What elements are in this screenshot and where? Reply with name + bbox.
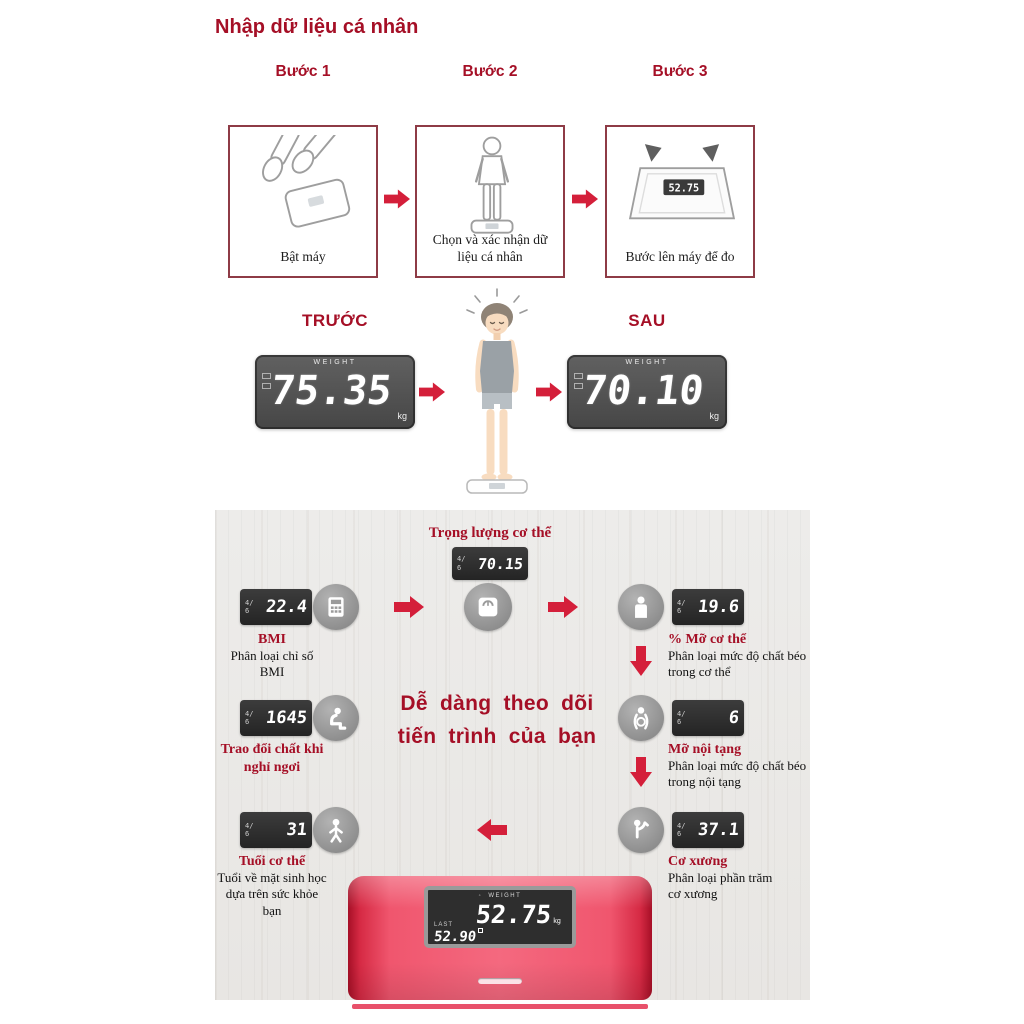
device-kg-label: kg: [553, 918, 561, 925]
after-weight-value: 70.10: [579, 368, 706, 414]
step3-box: 52.75 Bước lên máy để đo: [605, 125, 755, 278]
step3-caption: Bước lên máy để đo: [625, 249, 735, 265]
sparkle-lines-icon: [466, 288, 528, 314]
last-value: 52.90: [433, 929, 477, 945]
center-message-line2: tiến trình của bạn: [397, 724, 597, 748]
resting-metabolism-icon: [313, 695, 359, 741]
center-message-line1: Dễ dàng theo dõi: [400, 692, 594, 715]
kg-unit-label: kg: [397, 411, 407, 421]
body-age-value: 31: [285, 820, 309, 840]
person-on-scale-illustration: [470, 136, 514, 234]
skeletal-muscle-value: 37.1: [696, 820, 741, 840]
step-arrow-right-icon: [572, 189, 598, 209]
step2-box: Chọn và xác nhận dữ liệu cá nhân: [415, 125, 565, 278]
mini-display-value: 52.75: [669, 183, 700, 194]
visceral-fat-desc: Phân loại mức độ chất béo trong nội tạng: [668, 758, 807, 790]
scale-device: ◦ WEIGHT LAST 52.90 52.75kg: [348, 876, 652, 1000]
body-age-display: 4/ 6 31: [240, 812, 312, 848]
center-message: Dễ dàng theo dõi tiến trình của bạn: [347, 688, 647, 753]
device-weight-label: WEIGHT: [488, 893, 522, 899]
weight-caption-label: WEIGHT: [625, 359, 669, 366]
visceral-fat-name: Mỡ nội tạng: [668, 742, 742, 757]
metabolism-value: 1645: [264, 708, 309, 728]
device-slot: [478, 978, 522, 984]
step-arrow-right-icon: [384, 189, 410, 209]
lcd-date: 4/ 6: [677, 598, 686, 615]
weight-scale-icon: [464, 583, 512, 631]
body-age-desc: Tuổi về mặt sinh học dựa trên sức khỏe b…: [217, 870, 327, 918]
step1-caption: Bật máy: [280, 249, 326, 265]
flow-arrow-right-icon: [394, 596, 424, 618]
bmi-value: 22.4: [264, 597, 309, 617]
bmi-name: BMI: [258, 632, 286, 647]
step3-label: Bước 3: [652, 63, 708, 80]
lcd-indicator-icons: [262, 373, 271, 393]
before-weight-display: WEIGHT 75.35 kg: [255, 355, 415, 429]
body-age-name: Tuổi cơ thể: [238, 854, 306, 869]
step2-label: Bước 2: [462, 63, 518, 80]
body-fat-value: 19.6: [696, 597, 741, 617]
page-title: Nhập dữ liệu cá nhân: [215, 16, 419, 38]
compare-arrow-right-icon: [536, 382, 562, 402]
step2-caption: Chọn và xác nhận dữ liệu cá nhân: [432, 231, 548, 265]
flow-arrow-right-icon: [548, 596, 578, 618]
scale-display-illustration: 52.75: [628, 144, 736, 220]
weight-flow-title: Trọng lượng cơ thể: [428, 525, 552, 541]
body-fat-display: 4/ 6 19.6: [672, 589, 744, 625]
current-value: 52.75: [474, 900, 553, 929]
flow-arrow-left-icon: [477, 819, 507, 841]
body-fat-person-icon: [618, 584, 664, 630]
step1-box: Bật máy: [228, 125, 378, 278]
weight-flow-display: 4/ 6 70.15: [452, 547, 528, 580]
bmi-display: 4/ 6 22.4: [240, 589, 312, 625]
after-weight-display: WEIGHT 70.10 kg: [567, 355, 727, 429]
flow-arrow-down-icon: [630, 757, 652, 787]
lcd-date: 4/ 6: [677, 709, 686, 726]
flow-arrow-down-icon: [630, 646, 652, 676]
body-fat-desc: Phân loại mức độ chất béo trong cơ thể: [668, 648, 807, 680]
memory-indicator-icon: [478, 928, 484, 933]
lcd-date: 4/ 6: [457, 555, 466, 572]
muscle-arm-icon: [618, 807, 664, 853]
bmi-desc: Phân loại chỉ số BMI: [230, 648, 314, 680]
visceral-fat-icon: [618, 695, 664, 741]
skeletal-muscle-name: Cơ xương: [668, 854, 728, 869]
last-label: LAST: [434, 922, 454, 928]
after-label: SAU: [628, 311, 666, 330]
metabolism-display: 4/ 6 1645: [240, 700, 312, 736]
tracking-diagram-section: Trọng lượng cơ thể 4/ 6 70.15 4/ 6 22.4: [215, 510, 810, 1000]
lcd-date: 4/ 6: [245, 821, 254, 838]
device-display: ◦ WEIGHT LAST 52.90 52.75kg: [424, 886, 576, 948]
body-fat-name: % Mỡ cơ thể: [668, 632, 747, 647]
weight-caption-label: WEIGHT: [313, 359, 357, 366]
device-last-block: LAST 52.90: [433, 922, 477, 946]
before-label: TRƯỚC: [301, 311, 369, 330]
calculator-icon: [313, 584, 359, 630]
device-current-block: 52.75kg: [474, 900, 566, 946]
lcd-date: 4/ 6: [245, 709, 254, 726]
device-base-edge: [352, 1004, 648, 1009]
skeletal-muscle-desc: Phân loại phần trăm cơ xương: [668, 870, 773, 902]
person-illustration: [466, 288, 528, 494]
body-age-person-icon: [313, 807, 359, 853]
lcd-date: 4/ 6: [677, 821, 686, 838]
visceral-fat-display: 4/ 6 6: [672, 700, 744, 736]
metabolism-name: Trao đổi chất khi nghỉ ngơi: [220, 742, 324, 775]
person-indicator-icon: ◦: [478, 893, 483, 899]
skeletal-muscle-display: 4/ 6 37.1: [672, 812, 744, 848]
weight-flow-value: 70.15: [476, 554, 524, 573]
feet-on-scale-illustration: [262, 135, 351, 228]
lcd-indicator-icons: [574, 373, 583, 393]
kg-unit-label: kg: [709, 411, 719, 421]
before-weight-value: 75.35: [267, 368, 394, 414]
step1-label: Bước 1: [275, 63, 331, 80]
visceral-fat-value: 6: [727, 708, 741, 728]
lcd-date: 4/ 6: [245, 598, 254, 615]
compare-arrow-right-icon: [419, 382, 445, 402]
